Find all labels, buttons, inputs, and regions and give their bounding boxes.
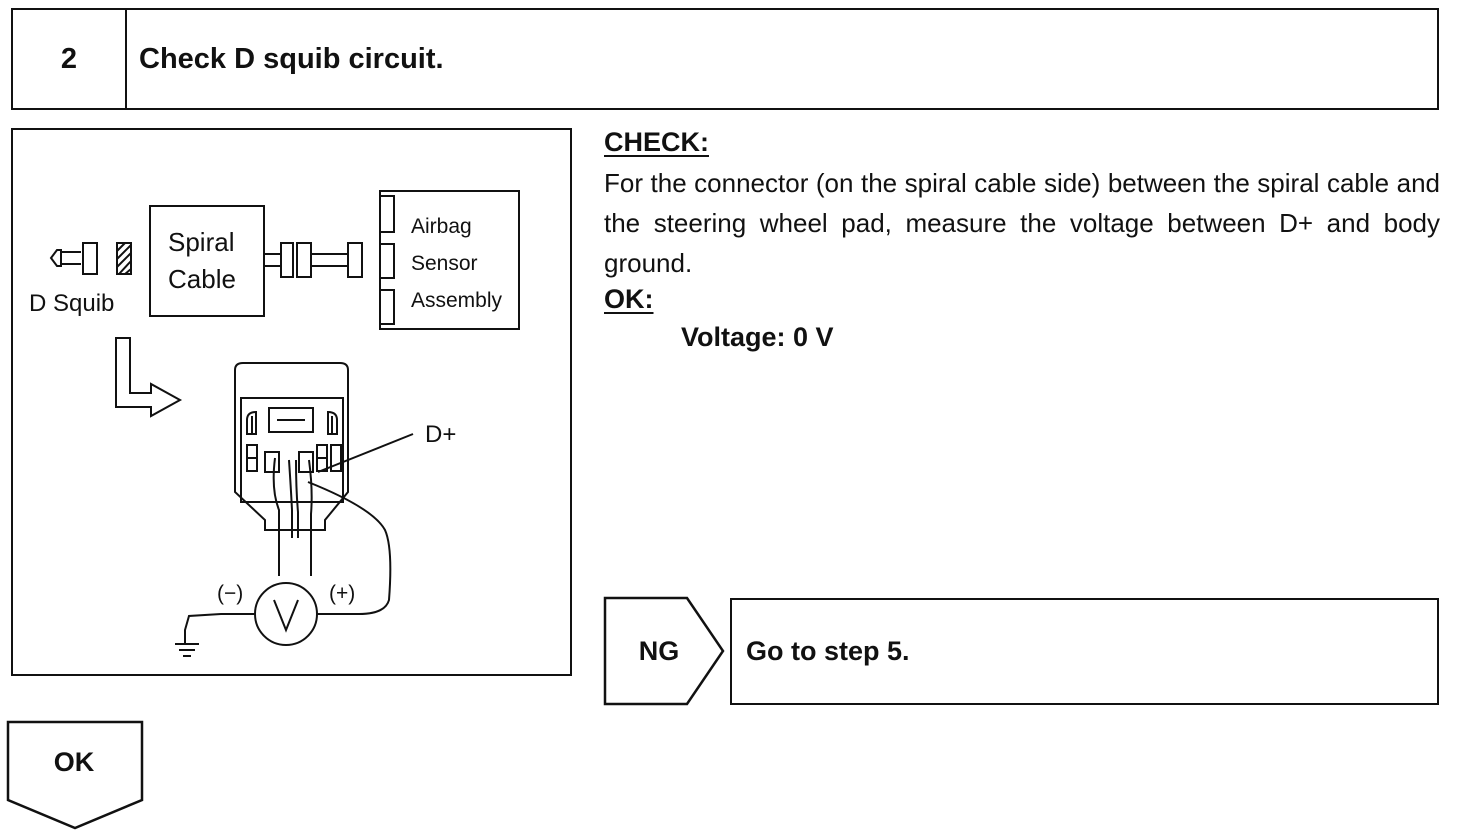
wire-harness-icon [272,457,313,576]
spiral-cable-box [149,205,265,317]
sensor-label: Sensor [411,252,478,275]
assembly-label: Assembly [411,289,503,312]
airbag-label: Airbag [411,215,472,238]
ok-tag-label: OK [53,746,95,777]
ng-tag-shape [603,596,725,706]
circuit-illustration: D Squib Spiral Cable Airbag Sensor Assem… [11,128,572,676]
ok-tag-shape [6,720,144,830]
ground-icon [175,643,199,657]
voltmeter-icon [254,582,318,646]
step-number: 2 [13,10,127,108]
spiral-cable-label-line1: Spiral [168,227,234,257]
step-title: Check D squib circuit. [139,42,444,75]
check-instructions: For the connector (on the spiral cable s… [604,168,1440,278]
d-squib-label: D Squib [29,290,114,317]
ng-action-text: Go to step 5. [746,636,910,666]
minus-terminal-label: (−) [217,582,243,605]
plus-terminal-label: (+) [329,582,355,605]
check-heading: CHECK: [604,127,709,157]
step-header: 2 Check D squib circuit. [11,8,1439,110]
ok-specification: Voltage: 0 V [681,322,834,352]
ok-heading: OK: [604,284,654,314]
hatched-connector-icon [116,242,132,275]
d-plus-label: D+ [425,421,456,448]
arrow-icon [115,337,183,418]
ng-action-box: Go to step 5. [730,598,1439,705]
d-squib-connector-icon [49,242,98,275]
sensor-connector-icon [264,242,363,278]
spiral-cable-label-line2: Cable [168,264,236,294]
circuit-diagram: D Squib Spiral Cable Airbag Sensor Assem… [29,190,520,657]
ng-tag-label: NG [638,635,680,666]
